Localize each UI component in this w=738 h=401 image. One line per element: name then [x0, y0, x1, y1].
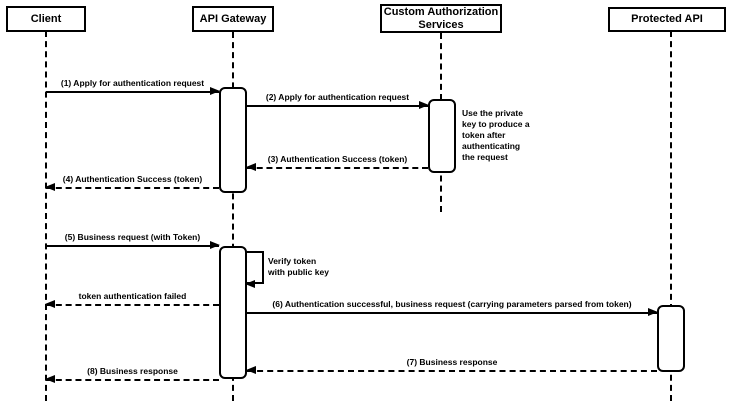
- actor-api-gateway: API Gateway: [192, 6, 274, 32]
- message-line: [46, 91, 219, 93]
- message-label: (7) Business response: [406, 357, 498, 367]
- message-line: [46, 187, 219, 189]
- actor-protected-api-label: Protected API: [631, 13, 703, 26]
- lifeline-client: [45, 31, 47, 401]
- arrowhead-icon: [45, 300, 55, 308]
- arrowhead-icon: [648, 308, 658, 316]
- self-message-label: Verify token with public key: [268, 256, 329, 278]
- message-label: (6) Authentication successful, business …: [272, 299, 632, 309]
- arrowhead-icon: [245, 280, 255, 288]
- arrowhead-icon: [419, 101, 429, 109]
- arrowhead-icon: [45, 375, 55, 383]
- arrowhead-icon: [210, 87, 220, 95]
- actor-custom-authorization-services-label: Custom Authorization Services: [383, 5, 499, 31]
- message-line: [46, 379, 219, 381]
- actor-protected-api: Protected API: [608, 7, 726, 32]
- self-message-verify-token: [245, 251, 264, 288]
- arrowhead-icon: [210, 241, 220, 249]
- message-label: (3) Authentication Success (token): [267, 154, 408, 164]
- arrowhead-icon: [246, 366, 256, 374]
- note-private-key: Use the private key to produce a token a…: [462, 108, 530, 163]
- activation-bar-api-gateway-2: [219, 246, 247, 379]
- lifeline-protected-api: [670, 31, 672, 401]
- message-label: (8) Business response: [87, 366, 178, 376]
- activation-bar-api-gateway-1: [219, 87, 247, 193]
- message-label: (2) Apply for authentication request: [265, 92, 410, 102]
- actor-api-gateway-label: API Gateway: [199, 12, 267, 25]
- message-line: [247, 370, 657, 372]
- actor-custom-authorization-services: Custom Authorization Services: [380, 4, 502, 33]
- message-label: (5) Business request (with Token): [64, 232, 201, 242]
- activation-bar-protected-api: [657, 305, 685, 372]
- message-line: [46, 245, 219, 247]
- lifeline-api-gateway: [232, 32, 234, 401]
- arrowhead-icon: [246, 163, 256, 171]
- message-line: [247, 312, 657, 314]
- actor-client-label: Client: [30, 12, 62, 25]
- message-line: [247, 167, 428, 169]
- message-line: [247, 105, 428, 107]
- message-label: token authentication failed: [78, 291, 187, 301]
- activation-bar-custom-auth: [428, 99, 456, 173]
- message-label: (4) Authentication Success (token): [62, 174, 203, 184]
- message-label: (1) Apply for authentication request: [60, 78, 205, 88]
- arrowhead-icon: [45, 183, 55, 191]
- actor-client: Client: [6, 6, 86, 32]
- message-line: [46, 304, 219, 306]
